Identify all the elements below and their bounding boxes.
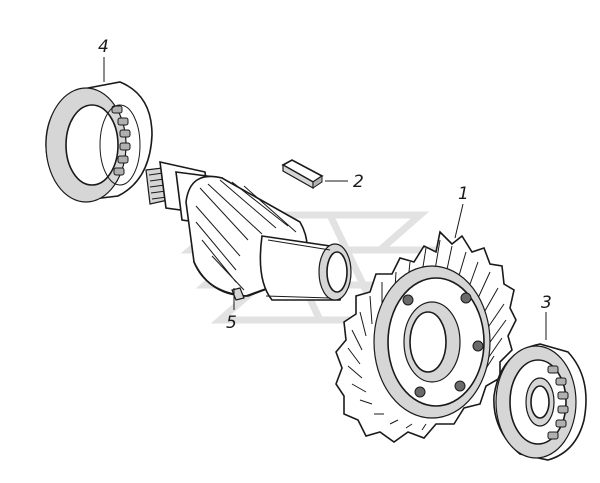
left-bearing (45, 81, 153, 203)
callout-part-5: 5 (226, 313, 237, 333)
leader-lines (103, 57, 547, 340)
ring-gear-bolt-holes (402, 292, 484, 398)
left-bearing-rollers (111, 105, 131, 176)
pinion-shaft (145, 160, 352, 301)
key (281, 159, 324, 190)
callout-part-2: 2 (353, 172, 364, 192)
shaft-body (259, 235, 352, 301)
callout-part-4: 4 (98, 37, 109, 57)
callout-part-3: 3 (541, 293, 552, 313)
right-bearing (493, 343, 587, 461)
callout-part-1: 1 (458, 184, 469, 204)
right-bearing-rollers (547, 365, 569, 440)
ring-gear (335, 230, 517, 443)
